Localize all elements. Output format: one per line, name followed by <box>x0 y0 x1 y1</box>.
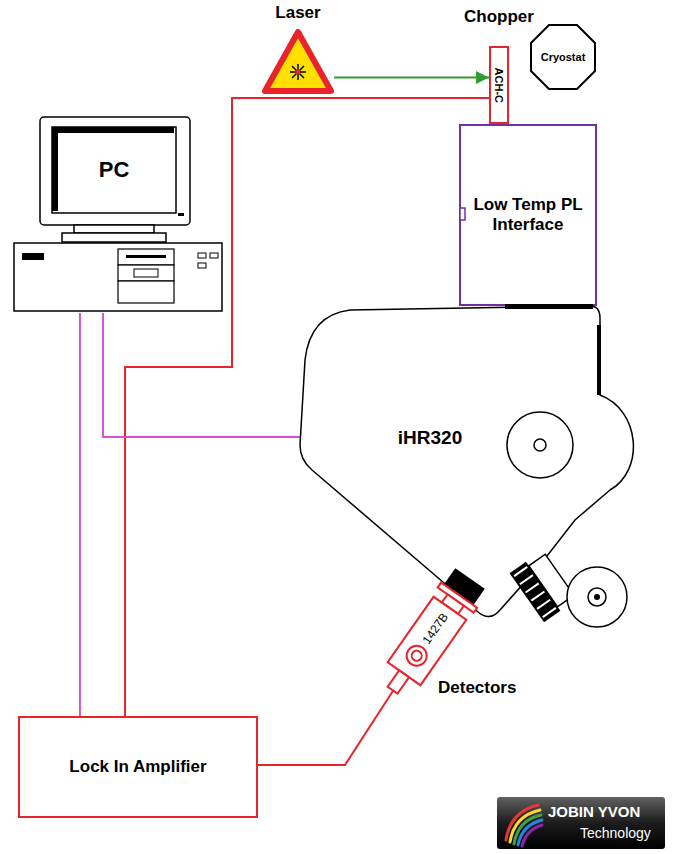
lock-in-label: Lock In Amplifier <box>69 757 206 777</box>
laser-source: Laser <box>262 28 334 94</box>
cryostat-octagon: Cryostat <box>530 24 596 90</box>
spectrometer: iHR320 <box>300 300 645 630</box>
computer: PC <box>14 115 224 313</box>
logo-subtitle: Technology <box>580 825 651 841</box>
chopper-heading: Chopper <box>464 7 534 27</box>
detectors-label: Detectors <box>438 678 516 698</box>
interface-label: Low Temp PL Interface <box>469 195 587 234</box>
lock-in-box: Lock In Amplifier <box>18 716 258 818</box>
logo-brand: JOBIN YVON <box>548 803 640 820</box>
spectrometer-label: iHR320 <box>398 427 462 449</box>
detector: 1427B <box>372 581 482 691</box>
logo-swirl <box>506 805 542 846</box>
signal-wire <box>103 313 300 437</box>
cryostat-label: Cryostat <box>541 51 586 64</box>
chopper-bar: ChopperACH-C <box>489 46 509 124</box>
signal-wire <box>258 691 393 765</box>
beam-arrow <box>334 77 489 79</box>
logo-plate <box>497 797 665 849</box>
interface-box: Low Temp PL Interface <box>459 124 597 306</box>
spectrometer-outline <box>300 300 645 630</box>
signal-wire <box>79 313 81 716</box>
chopper-model: ACH-C <box>493 67 506 102</box>
computer-outline <box>14 115 224 313</box>
laser-heading: Laser <box>275 3 320 23</box>
pc-label: PC <box>99 157 130 182</box>
laser-source-outline <box>262 28 334 94</box>
